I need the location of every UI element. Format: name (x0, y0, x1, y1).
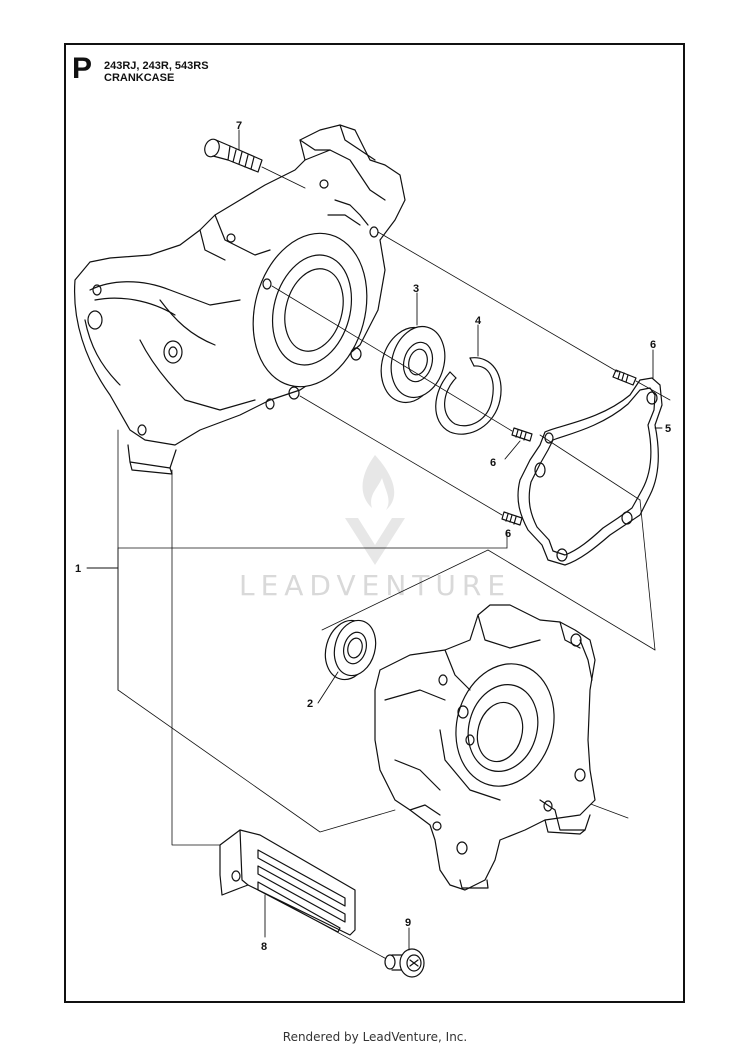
callout-leaders (86, 129, 663, 951)
callout-4: 4 (475, 315, 482, 327)
oil-seal-lower (324, 619, 377, 681)
crankcase-gasket (517, 377, 663, 566)
dowel-pin-upper (612, 369, 637, 386)
model-list: 243RJ, 243R, 543RS (104, 60, 209, 72)
assembly-lines (117, 231, 671, 963)
diagram-title: CRANKCASE (104, 72, 175, 84)
callout-6-upper: 6 (650, 339, 656, 351)
retaining-ring (435, 357, 502, 435)
callout-5: 5 (665, 423, 671, 435)
screw (384, 948, 425, 978)
footer-credit: Rendered by LeadVenture, Inc. (282, 1030, 468, 1044)
crankcase-right-half (374, 604, 596, 891)
oil-seal-upper (380, 325, 446, 404)
callout-1: 1 (75, 563, 81, 575)
bolt (204, 138, 263, 173)
dowel-pin-middle (511, 427, 533, 442)
section-letter: P (72, 52, 93, 85)
diagram-frame (64, 43, 685, 1003)
callout-7: 7 (236, 120, 242, 132)
callout-6-lower: 6 (505, 528, 511, 540)
callout-6-middle: 6 (490, 457, 496, 469)
callout-2: 2 (307, 698, 313, 710)
callout-3: 3 (413, 283, 419, 295)
watermark-text: LEADVENTURE (239, 569, 511, 602)
dowel-pin-lower (501, 511, 523, 526)
callout-9: 9 (405, 917, 411, 929)
leadventure-watermark-logo (345, 455, 405, 565)
crankcase-left-half (73, 124, 406, 475)
heat-shield-plate (219, 829, 356, 936)
callout-8: 8 (261, 941, 267, 953)
